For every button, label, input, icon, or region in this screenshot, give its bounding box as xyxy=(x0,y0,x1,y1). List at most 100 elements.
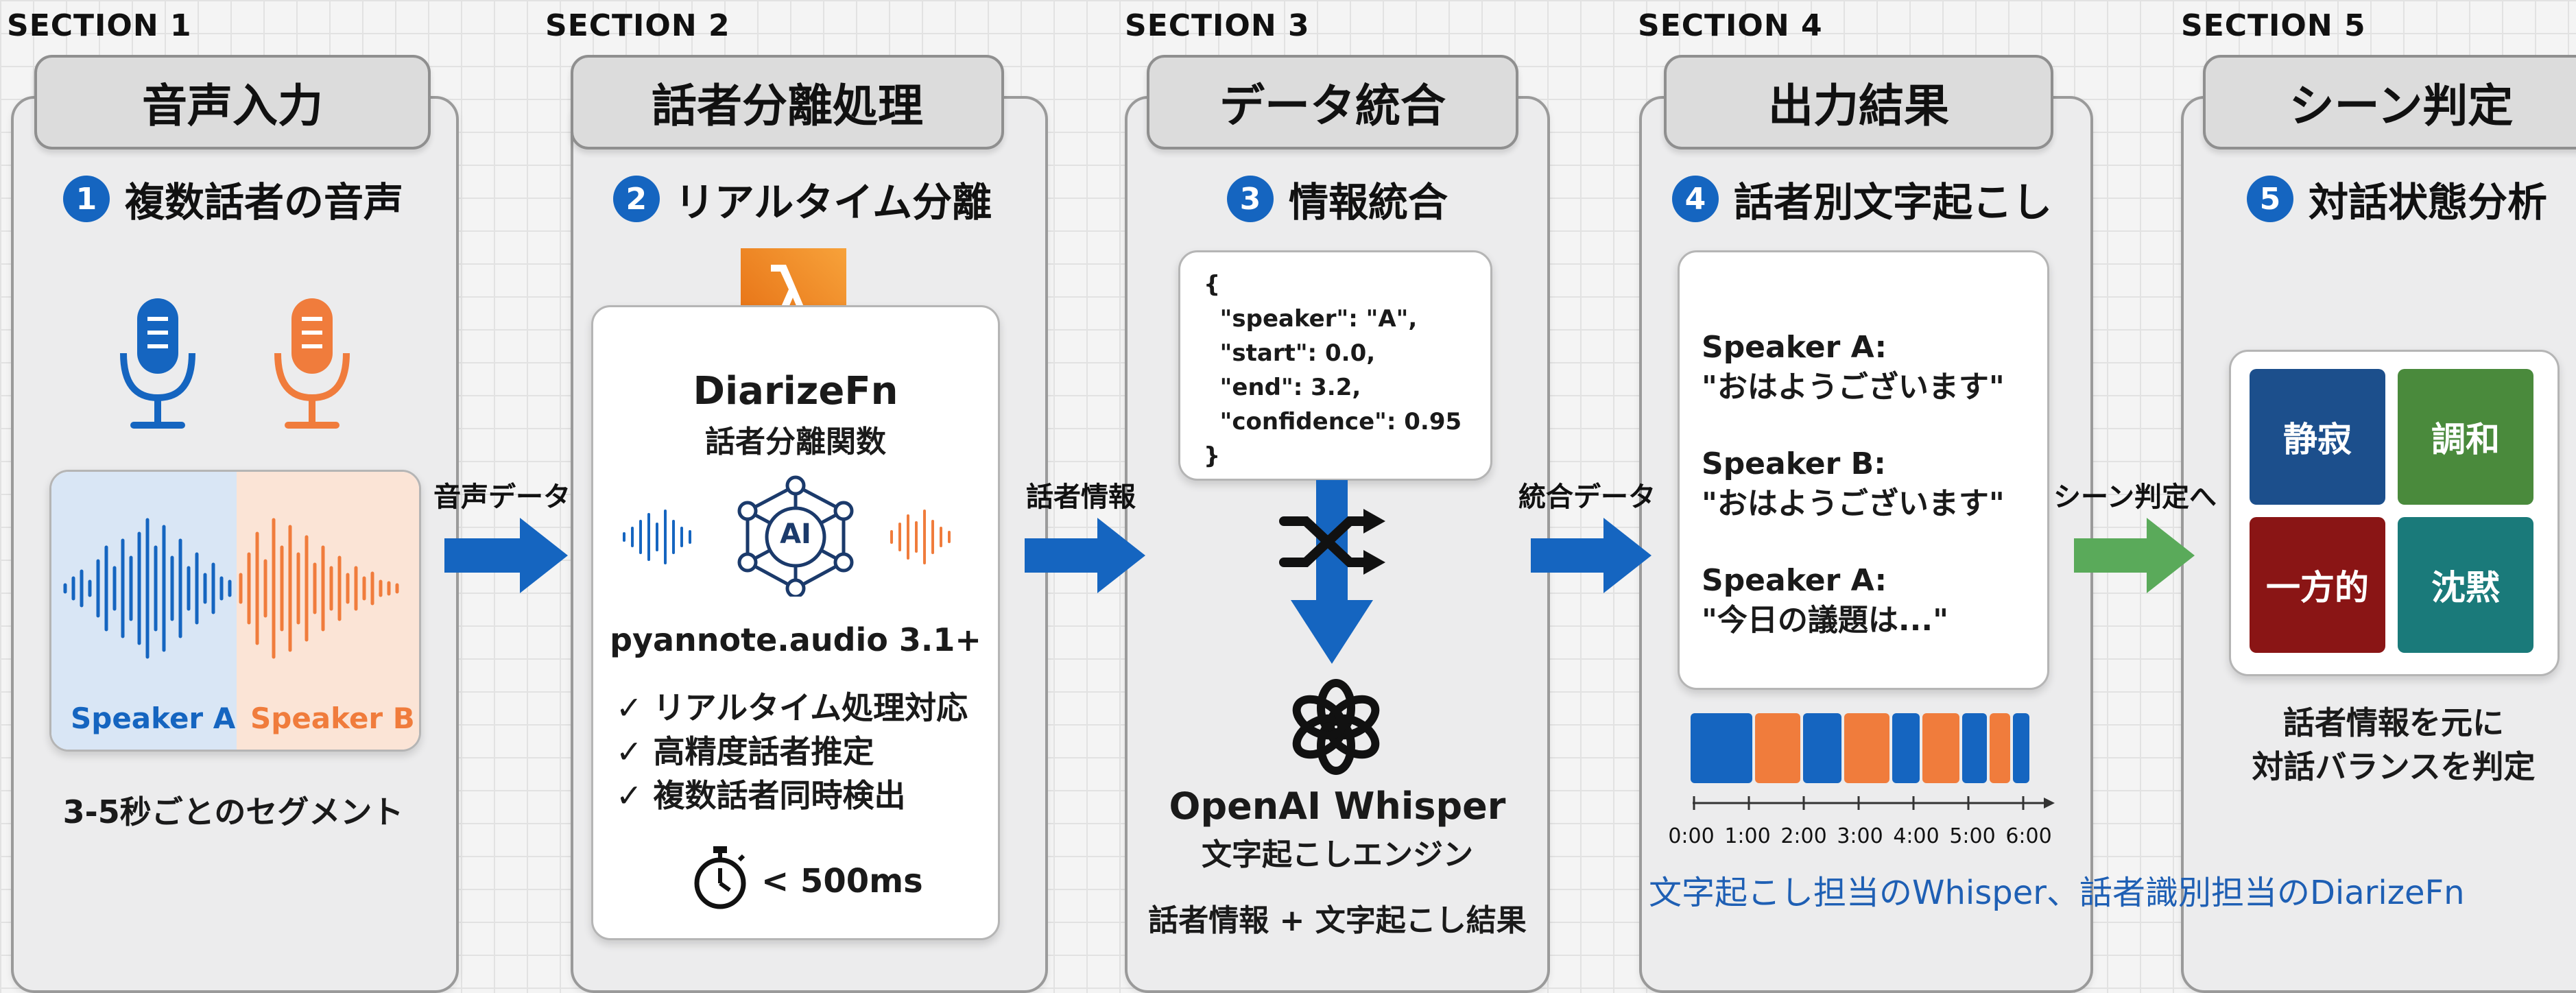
arrow-3-label: 統合データ xyxy=(1518,481,1656,513)
step-5-number: 5 xyxy=(2246,176,2293,222)
json-line: "end": 3.2, xyxy=(1204,374,1361,401)
overlay-caption: 文字起こし担当のWhisper、話者識別担当のDiarizeFn xyxy=(1649,874,2465,912)
diarize-card xyxy=(591,305,1000,940)
diarize-name: DiarizeFn xyxy=(693,369,898,414)
merge-arrow-icon xyxy=(1279,480,1385,664)
scene-caption-line2: 対話バランスを判定 xyxy=(2252,748,2536,785)
stopwatch-icon xyxy=(694,846,746,909)
latency-value: < 500ms xyxy=(761,862,923,900)
timeline-tick: 6:00 xyxy=(2005,824,2052,848)
step-3-number: 3 xyxy=(1226,176,1274,222)
timeline-segment-b xyxy=(1755,713,1800,783)
timeline-segment-b xyxy=(1922,713,1959,783)
timeline-tick: 0:00 xyxy=(1668,824,1715,848)
json-line: "speaker": "A", xyxy=(1204,305,1418,333)
timeline-segment-b xyxy=(1990,713,2010,783)
scene-tile-silence: 静寂 xyxy=(2250,369,2385,505)
arrow-3-icon xyxy=(1531,518,1651,593)
section-2-label: SECTION 2 xyxy=(545,8,730,43)
transcript-entry-1: Speaker A: "おはようございます" xyxy=(1702,328,2005,407)
engine-name: OpenAI Whisper xyxy=(1169,785,1506,828)
speaker-timeline xyxy=(1691,713,2034,785)
speaker-a-label: Speaker A xyxy=(71,702,236,735)
section-1-label: SECTION 1 xyxy=(7,8,192,43)
arrow-1-icon xyxy=(444,518,568,593)
transcript-speaker: Speaker A: xyxy=(1702,563,1887,598)
speaker-b-label: Speaker B xyxy=(250,702,415,735)
ai-network-icon xyxy=(623,475,951,597)
timeline-tick: 1:00 xyxy=(1724,824,1771,848)
feature-multispeaker: ✓ 複数話者同時検出 xyxy=(616,777,906,814)
scene-tile-onesided: 一方的 xyxy=(2250,517,2385,653)
timeline-tick: 2:00 xyxy=(1780,824,1827,848)
step-5-heading: 5 対話状態分析 xyxy=(2195,171,2576,226)
section-4-label: SECTION 4 xyxy=(1638,8,1823,43)
step-3-heading: 3 情報統合 xyxy=(1138,171,1536,226)
timeline-segment-a xyxy=(1691,713,1752,783)
transcript-entry-3: Speaker A: "今日の議題は..." xyxy=(1702,561,1948,641)
step-2-heading: 2 リアルタイム分離 xyxy=(576,171,1029,226)
waveform-graphic xyxy=(63,518,399,659)
step-1-heading: 1 複数話者の音声 xyxy=(27,171,439,226)
arrow-1-label: 音声データ xyxy=(433,481,571,513)
section-3-label: SECTION 3 xyxy=(1125,8,1310,43)
timeline-segment-a xyxy=(1803,713,1841,783)
transcript-speaker: Speaker A: xyxy=(1702,330,1887,365)
transcript-entry-2: Speaker B: "おはようございます" xyxy=(1702,444,2005,524)
section-4-title: 出力結果 xyxy=(1664,55,2053,149)
transcript-text: "おはようございます" xyxy=(1702,370,2005,405)
timeline-tick: 5:00 xyxy=(1949,824,1996,848)
library-name: pyannote.audio 3.1+ xyxy=(610,621,981,658)
step-4-number: 4 xyxy=(1671,176,1719,222)
section-1-title: 音声入力 xyxy=(34,55,431,149)
arrow-2-label: 話者情報 xyxy=(1026,481,1136,513)
timeline-tick: 3:00 xyxy=(1837,824,1883,848)
feature-accuracy: ✓ 高精度話者推定 xyxy=(616,733,874,770)
step-2-title: リアルタイム分離 xyxy=(674,179,992,226)
arrow-4-icon xyxy=(2074,518,2195,593)
step-5-title: 対話状態分析 xyxy=(2308,179,2547,226)
timeline-segment-a xyxy=(1962,713,1987,783)
arrow-4-label: シーン判定へ xyxy=(2053,481,2217,513)
segment-note: 3-5秒ごとのセグメント xyxy=(62,793,404,830)
section-2-title: 話者分離処理 xyxy=(571,55,1004,149)
scene-tile-quiet: 沈黙 xyxy=(2398,517,2533,653)
section-5-label: SECTION 5 xyxy=(2181,8,2366,43)
json-card: { "speaker": "A", "start": 0.0, "end": 3… xyxy=(1178,250,1492,481)
json-line: { xyxy=(1204,271,1221,298)
step-4-heading: 4 話者別文字起こし xyxy=(1646,171,2078,226)
step-4-title: 話者別文字起こし xyxy=(1733,179,2052,226)
json-code: { "speaker": "A", "start": 0.0, "end": 3… xyxy=(1204,267,1462,473)
arrow-2-icon xyxy=(1025,518,1145,593)
section-5-title: シーン判定 xyxy=(2203,55,2576,149)
json-line: "start": 0.0, xyxy=(1204,339,1376,367)
json-line: } xyxy=(1204,442,1221,470)
transcript-text: "今日の議題は..." xyxy=(1702,603,1948,638)
step-1-number: 1 xyxy=(62,176,110,222)
microphone-blue-icon xyxy=(120,298,195,429)
ai-badge-label: AI xyxy=(780,518,811,550)
diarize-subtitle: 話者分離関数 xyxy=(705,424,886,459)
scene-tile-harmony: 調和 xyxy=(2398,369,2533,505)
transcript-text: "おはようございます" xyxy=(1702,486,2005,521)
json-line: "confidence": 0.95 xyxy=(1204,408,1462,435)
transcript-speaker: Speaker B: xyxy=(1702,446,1886,481)
timeline-segment-a xyxy=(2013,713,2029,783)
transcript-card: Speaker A: "おはようございます" Speaker B: "おはようご… xyxy=(1678,250,2049,690)
timeline-axis xyxy=(1693,796,2055,810)
openai-logo-icon xyxy=(1292,679,1380,775)
engine-subtitle: 文字起こしエンジン xyxy=(1202,837,1473,872)
step-2-number: 2 xyxy=(612,176,660,222)
microphone-orange-icon xyxy=(274,298,350,429)
timeline-segment-b xyxy=(1844,713,1889,783)
section-3-title: データ統合 xyxy=(1147,55,1518,149)
timeline-segment-a xyxy=(1892,713,1920,783)
result-caption: 話者情報 + 文字起こし結果 xyxy=(1148,903,1527,938)
step-1-title: 複数話者の音声 xyxy=(124,179,403,226)
waveform-card: Speaker A Speaker B xyxy=(49,470,421,752)
scene-caption-line1: 話者情報を元に xyxy=(2283,704,2504,741)
step-3-title: 情報統合 xyxy=(1288,179,1448,226)
feature-realtime: ✓ リアルタイム処理対応 xyxy=(616,689,968,726)
timeline-tick: 4:00 xyxy=(1893,824,1940,848)
speaker-a-region xyxy=(51,472,237,750)
